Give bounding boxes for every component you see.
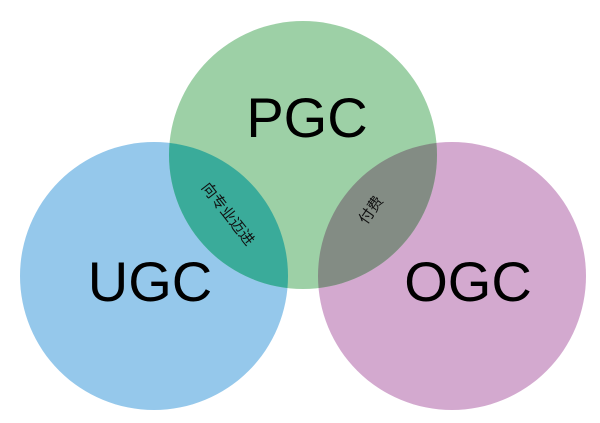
ugc-label: UGC (88, 250, 212, 313)
ugc-pgc-overlap (169, 142, 288, 289)
pgc-ogc-overlap (318, 142, 437, 289)
pgc-label: PGC (246, 86, 367, 149)
ogc-label: OGC (404, 250, 532, 313)
